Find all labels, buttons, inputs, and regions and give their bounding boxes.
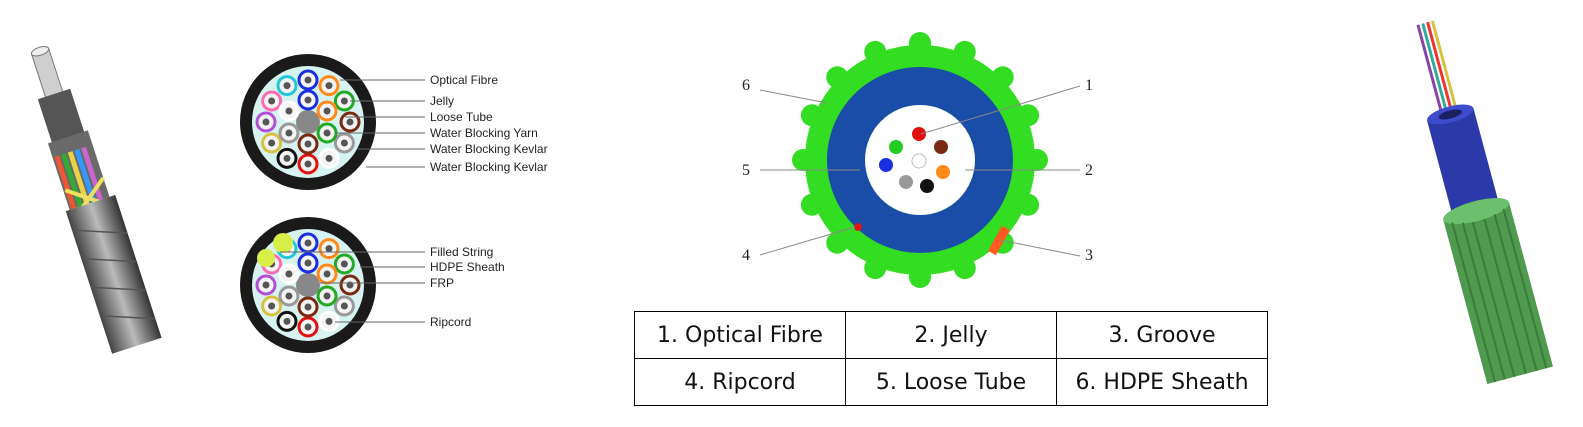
fibre-bundle xyxy=(340,302,348,310)
label-loose-tube: Loose Tube xyxy=(430,110,493,124)
ripcord-mark xyxy=(854,223,862,231)
fibre-bundle xyxy=(323,270,331,278)
cable-cross-section-a: Optical Fibre Jelly Loose Tube Water Blo… xyxy=(240,54,548,190)
fibre-bundle xyxy=(304,303,312,311)
callout-4: 4 xyxy=(742,247,750,264)
legend-table: 1. Optical Fibre 2. Jelly 3. Groove 4. R… xyxy=(634,311,1268,406)
fibre-bundle xyxy=(304,323,312,331)
fibre-bundle xyxy=(304,259,312,267)
label-ripcord: Ripcord xyxy=(430,315,471,329)
fibre-bundle xyxy=(285,270,293,278)
fibre-bundle xyxy=(323,107,331,115)
fibre-bundle xyxy=(340,139,348,147)
stranded-cable-illustration xyxy=(30,46,162,354)
legend-cell: 5. Loose Tube xyxy=(845,358,1057,406)
cable-cross-section-b: Filled String HDPE Sheath FRP Ripcord xyxy=(240,217,505,353)
fibre-bundle xyxy=(304,140,312,148)
fibre-bundle xyxy=(340,97,348,105)
fibre-bundle xyxy=(283,317,291,325)
legend-cell: 1. Optical Fibre xyxy=(634,311,846,359)
label-frp: FRP xyxy=(430,276,454,290)
fibre-bundle xyxy=(340,260,348,268)
legend-cell: 6. HDPE Sheath xyxy=(1056,358,1268,406)
label-filled-string: Filled String xyxy=(430,245,493,259)
legend-row: 1. Optical Fibre 2. Jelly 3. Groove xyxy=(634,311,1268,359)
legend-row: 4. Ripcord 5. Loose Tube 6. HDPE Sheath xyxy=(634,358,1268,406)
label-hdpe-sheath: HDPE Sheath xyxy=(430,260,505,274)
legend-cell: 4. Ripcord xyxy=(634,358,846,406)
fibre-bundle xyxy=(346,118,354,126)
callout-6: 6 xyxy=(742,77,750,94)
fibre-bundle xyxy=(262,281,270,289)
fibre-bundle xyxy=(285,107,293,115)
fibre-bundle xyxy=(268,302,276,310)
fibre-bundle xyxy=(285,129,293,137)
fibre-bundle xyxy=(325,154,333,162)
legend-cell: 3. Groove xyxy=(1056,311,1268,359)
fibre-bundle xyxy=(285,292,293,300)
label-water-blocking-kevlar-2: Water Blocking Kevlar xyxy=(430,160,548,174)
fibre-bundle xyxy=(268,139,276,147)
label-jelly: Jelly xyxy=(430,94,454,108)
fibre-bundle xyxy=(325,82,333,90)
legend-cell: 2. Jelly xyxy=(845,311,1057,359)
callout-2: 2 xyxy=(1085,162,1093,179)
fibre-bundle xyxy=(304,239,312,247)
fibre-bundle xyxy=(283,154,291,162)
callout-5: 5 xyxy=(742,162,750,179)
fibre-bundle xyxy=(268,97,276,105)
fibre-bundle xyxy=(325,245,333,253)
grooved-cable-illustration xyxy=(1416,20,1553,385)
fibre-bundle xyxy=(304,160,312,168)
grooved-cable-diagram: 6 5 4 1 2 3 xyxy=(742,32,1093,288)
fibre-bundle xyxy=(283,82,291,90)
label-water-blocking-yarn: Water Blocking Yarn xyxy=(430,126,538,140)
label-optical-fibre: Optical Fibre xyxy=(430,73,498,87)
callout-1: 1 xyxy=(1085,77,1093,94)
fibre-bundle xyxy=(325,317,333,325)
fibre-bundle xyxy=(304,96,312,104)
callout-3: 3 xyxy=(1085,247,1093,264)
fibre-bundle xyxy=(304,76,312,84)
fibre-bundle xyxy=(323,129,331,137)
groove-mark xyxy=(988,225,1010,256)
fibre-bundle xyxy=(323,292,331,300)
fibre-bundle xyxy=(262,118,270,126)
label-water-blocking-kevlar: Water Blocking Kevlar xyxy=(430,142,548,156)
